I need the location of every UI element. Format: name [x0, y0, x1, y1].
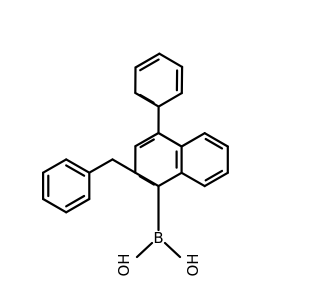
bond	[157, 171, 183, 188]
bond	[158, 52, 184, 69]
bond	[203, 132, 229, 148]
bond	[157, 91, 183, 108]
bond-inner	[139, 93, 155, 104]
bond	[134, 52, 161, 69]
bond-inner	[204, 137, 224, 150]
bond-boron-to-oxygen-left	[135, 241, 154, 259]
hydroxyl-right-label: OH	[184, 253, 202, 276]
bond-inner	[65, 164, 86, 177]
bond-inner	[65, 194, 86, 208]
bond-boron-to-oxygen-right	[163, 241, 182, 259]
bond	[134, 131, 160, 148]
naphthalene-core	[134, 131, 229, 188]
top-phenyl-ring	[134, 52, 184, 108]
bond	[88, 158, 114, 174]
bond	[41, 197, 68, 214]
boron-atom-label: B	[153, 229, 163, 247]
bond	[65, 158, 91, 174]
bond	[180, 132, 206, 148]
bond-inner	[139, 58, 160, 72]
bond	[157, 131, 183, 148]
left-phenyl-ring	[41, 158, 114, 214]
bond	[203, 171, 229, 188]
bond	[41, 158, 68, 174]
bond-inner	[138, 175, 155, 186]
bond-phenyl-to-naphthalene	[111, 158, 137, 174]
bond	[180, 171, 206, 188]
hydroxyl-left-label: OH	[115, 253, 133, 276]
molecule-structure: B OH OH	[41, 52, 229, 277]
bond-inner	[204, 169, 224, 182]
bond	[65, 197, 91, 214]
bond-inner	[139, 138, 155, 149]
